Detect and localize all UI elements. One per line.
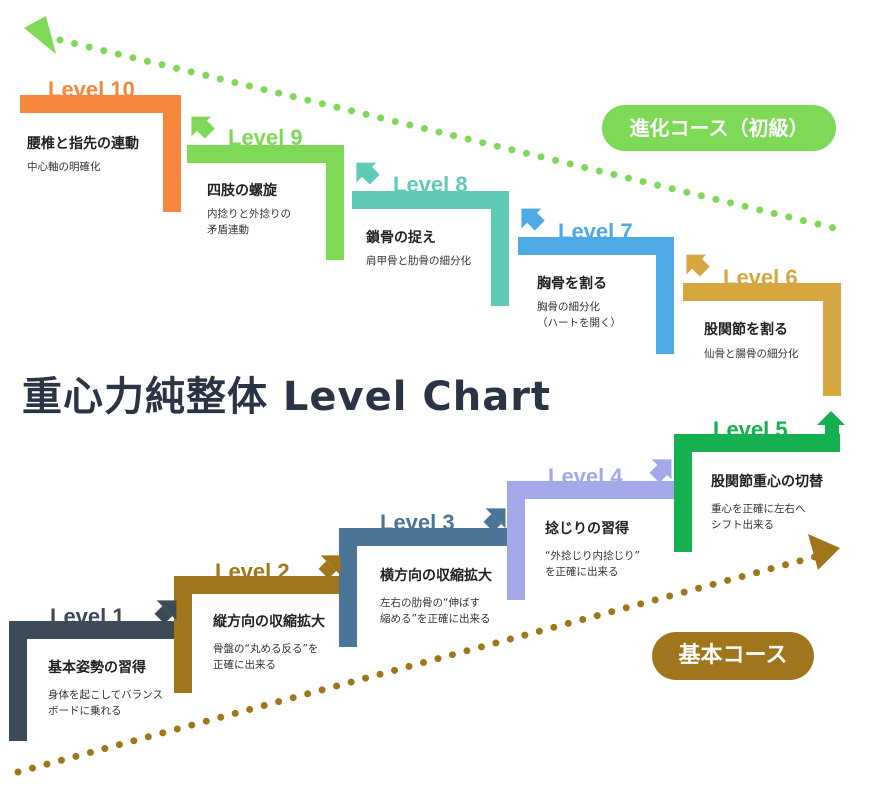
arrow-up-left-icon xyxy=(356,162,380,185)
level-4-description: “外捻じり内捻じり” を正確に出来る xyxy=(545,550,640,578)
arrow-up-right-icon xyxy=(318,555,341,579)
level-7-description: 胸骨の細分化 （ハートを開く） xyxy=(537,301,621,329)
level-1-step xyxy=(9,621,178,741)
basic-course-arrowhead xyxy=(808,534,840,570)
level-9-label: Level 9 xyxy=(228,125,303,150)
arrow-up-left-icon xyxy=(191,116,215,139)
level-6-label: Level 6 xyxy=(723,265,798,290)
basic-course-dotted-line xyxy=(14,552,822,776)
level-2-label: Level 2 xyxy=(215,559,290,584)
level-2-step xyxy=(174,576,343,693)
level-9-step xyxy=(187,145,344,260)
arrow-up-left-icon-stem xyxy=(527,212,545,231)
level-2-description: 骨盤の“丸める反る”を 正確に出来る xyxy=(213,643,319,671)
advanced-course-dotted-line xyxy=(56,36,842,233)
level-7-label: Level 7 xyxy=(558,219,633,244)
level-9-title: 四肢の螺旋 xyxy=(207,183,277,199)
level-3-description: 左右の肋骨の“伸ばす 縮める”を正確に出来る xyxy=(380,597,491,625)
level-4-title: 捻じりの習得 xyxy=(545,521,629,537)
level-2-title: 縦方向の収縮拡大 xyxy=(213,614,325,630)
arrow-up-right-icon-stem xyxy=(483,514,502,532)
advanced-course-arrowhead xyxy=(24,16,56,54)
arrow-up-right-icon-stem xyxy=(318,561,337,579)
level-3-title: 横方向の収縮拡大 xyxy=(380,568,492,584)
basic-course-badge: 基本コース xyxy=(652,632,814,680)
arrow-up-left-icon xyxy=(686,254,710,277)
page-title: 重心力純整体 Level Chart xyxy=(22,374,552,420)
level-8-step xyxy=(352,191,509,306)
level-9-description: 内捻りと外捻りの 矛盾連動 xyxy=(207,208,291,236)
arrow-up-right-icon xyxy=(154,600,177,624)
level-8-description: 肩甲骨と肋骨の細分化 xyxy=(366,255,471,267)
level-1-description: 身体を起こしてバランス ボードに乗れる xyxy=(48,689,163,717)
level-6-step xyxy=(683,283,841,396)
level-7-title: 胸骨を割る xyxy=(537,276,607,292)
arrow-up-left-icon-stem xyxy=(362,166,380,185)
arrow-up-right-icon-stem xyxy=(154,606,173,624)
level-1-title: 基本姿勢の習得 xyxy=(48,660,146,676)
level-10-step xyxy=(20,95,181,212)
level-5-description: 重心を正確に左右へ シフト出来る xyxy=(711,503,806,531)
level-8-title: 鎖骨の捉え xyxy=(366,230,436,246)
level-4-label: Level 4 xyxy=(548,464,623,489)
arrow-up-right-icon-stem xyxy=(649,465,668,483)
arrow-up-left-icon-stem xyxy=(692,258,710,277)
level-6-title: 股関節を割る xyxy=(704,322,788,338)
level-3-step xyxy=(339,528,508,647)
arrow-up-left-icon xyxy=(521,208,545,231)
level-1-label: Level 1 xyxy=(50,604,125,629)
level-8-label: Level 8 xyxy=(393,172,468,197)
arrow-up-icon xyxy=(817,411,845,436)
arrow-up-icon-stem xyxy=(825,425,839,436)
arrow-up-left-icon-stem xyxy=(197,120,215,139)
level-4-step xyxy=(507,481,676,600)
level-3-label: Level 3 xyxy=(380,510,455,535)
level-7-step xyxy=(518,237,674,354)
arrow-up-icon-head xyxy=(817,411,845,425)
level-10-label: Level 10 xyxy=(48,77,135,102)
level-5-title: 股関節重心の切替 xyxy=(711,474,823,490)
level-6-description: 仙骨と腸骨の細分化 xyxy=(704,348,799,360)
arrow-up-right-icon xyxy=(483,508,506,532)
level-10-description: 中心軸の明確化 xyxy=(27,161,101,173)
level-5-label: Level 5 xyxy=(713,417,788,442)
level-10-title: 腰椎と指先の連動 xyxy=(27,136,139,152)
advanced-course-badge: 進化コース（初級） xyxy=(602,105,836,151)
arrow-up-right-icon xyxy=(649,459,672,483)
level-5-step xyxy=(674,434,840,552)
